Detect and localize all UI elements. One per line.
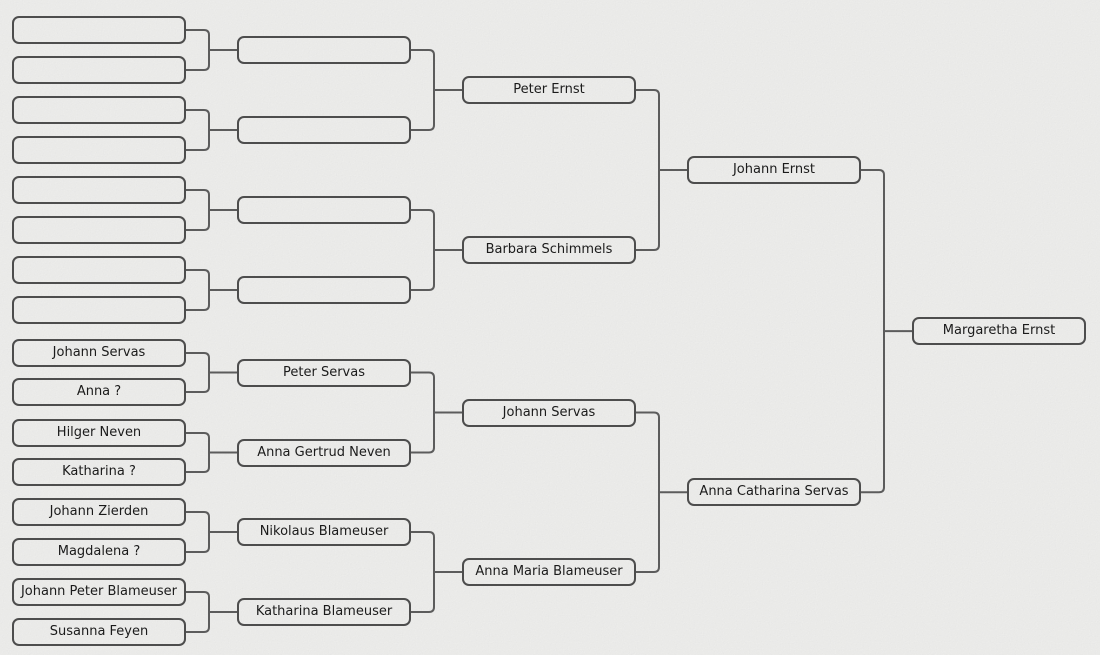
person-box[interactable]: Magdalena ?: [12, 538, 186, 566]
person-box[interactable]: Hilger Neven: [12, 419, 186, 447]
person-box[interactable]: Margaretha Ernst: [912, 317, 1086, 346]
connector-bracket: [411, 209, 462, 291]
person-box[interactable]: Peter Servas: [237, 358, 411, 387]
person-box-empty[interactable]: [12, 96, 186, 124]
connector-bracket: [636, 89, 687, 251]
person-box[interactable]: Barbara Schimmels: [462, 236, 636, 264]
person-box-empty[interactable]: [12, 216, 186, 244]
connector-bracket: [636, 411, 687, 573]
connector-bracket: [411, 371, 462, 454]
person-box[interactable]: Susanna Feyen: [12, 618, 186, 646]
person-box[interactable]: Anna ?: [12, 378, 186, 406]
person-box[interactable]: Katharina ?: [12, 458, 186, 486]
person-box-empty[interactable]: [237, 276, 411, 304]
connector-bracket: [186, 189, 237, 231]
person-box[interactable]: Johann Zierden: [12, 498, 186, 526]
person-box-empty[interactable]: [237, 196, 411, 224]
connector-bracket: [411, 49, 462, 131]
person-box[interactable]: Johann Servas: [12, 339, 186, 367]
person-box[interactable]: Nikolaus Blameuser: [237, 518, 411, 546]
person-box[interactable]: Anna Catharina Servas: [687, 478, 861, 507]
person-box[interactable]: Katharina Blameuser: [237, 598, 411, 626]
person-box-empty[interactable]: [12, 16, 186, 44]
person-box[interactable]: Anna Gertrud Neven: [237, 438, 411, 467]
connector-bracket: [411, 531, 462, 613]
person-box-empty[interactable]: [12, 296, 186, 324]
person-box-empty[interactable]: [12, 136, 186, 164]
person-box[interactable]: Anna Maria Blameuser: [462, 558, 636, 586]
connector-bracket: [186, 29, 237, 71]
person-box[interactable]: Peter Ernst: [462, 76, 636, 104]
person-box-empty[interactable]: [237, 116, 411, 144]
connector-bracket: [186, 269, 237, 311]
person-box[interactable]: Johann Ernst: [687, 156, 861, 184]
connector-bracket: [186, 352, 237, 393]
connector-bracket: [186, 432, 237, 473]
connector-bracket: [861, 169, 912, 494]
connector-bracket: [186, 109, 237, 151]
person-box-empty[interactable]: [12, 256, 186, 284]
person-box-empty[interactable]: [237, 36, 411, 64]
person-box-empty[interactable]: [12, 176, 186, 204]
person-box-empty[interactable]: [12, 56, 186, 84]
connector-bracket: [186, 511, 237, 553]
person-box[interactable]: Johann Peter Blameuser: [12, 578, 186, 606]
person-box[interactable]: Johann Servas: [462, 398, 636, 427]
connector-bracket: [186, 591, 237, 633]
